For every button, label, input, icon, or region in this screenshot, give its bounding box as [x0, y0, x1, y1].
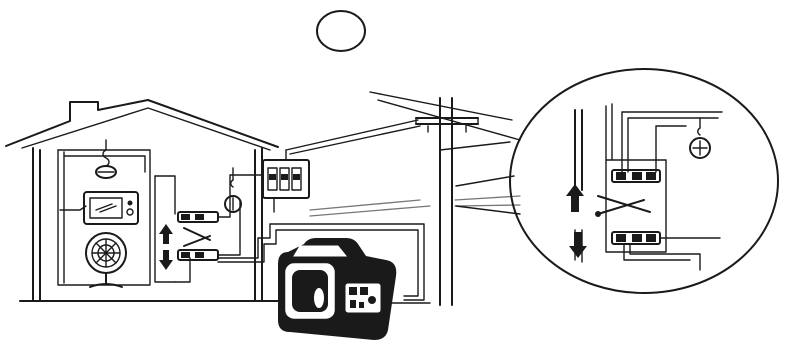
arrow-down-icon: [159, 250, 173, 270]
arrow-down-icon: [569, 232, 587, 258]
transfer-switch-icon: [178, 175, 262, 260]
arrow-up-icon: [159, 224, 173, 244]
magnified-detail-icon: [510, 69, 778, 293]
portable-generator-icon: [278, 238, 396, 340]
sun-icon: [317, 11, 365, 51]
fan-icon: [86, 233, 126, 287]
microwave-icon: [84, 192, 138, 224]
utility-pole-icon: [416, 98, 478, 305]
ceiling-light-icon: [96, 140, 116, 178]
meter-box-icon: [263, 150, 309, 212]
house-wiring: [58, 150, 190, 285]
